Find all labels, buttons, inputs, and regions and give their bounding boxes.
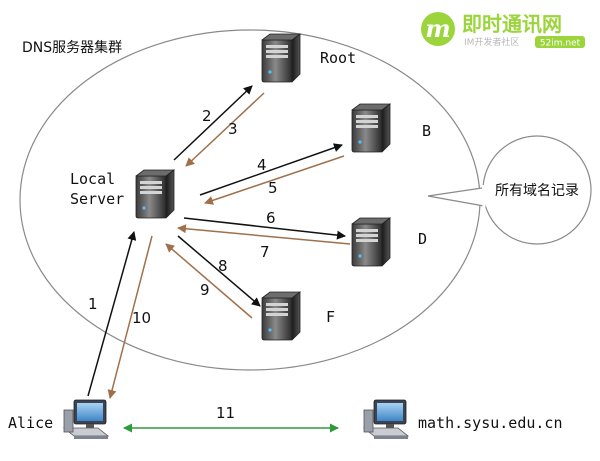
- watermark-logo: m 即时通讯网 IM开发者社区 52im.net: [421, 12, 585, 49]
- arrow-step-2: [173, 85, 253, 161]
- root-server-icon: [261, 33, 301, 83]
- f-label: F: [326, 308, 335, 326]
- arrow-step-8: [177, 235, 261, 307]
- local-label-line2: Server: [70, 190, 124, 208]
- arrow-step-1: [87, 231, 137, 397]
- local-label-line1: Local: [70, 170, 115, 188]
- logo-tagline: IM开发者社区: [464, 36, 519, 48]
- step-label-11: 11: [216, 404, 235, 422]
- arrow-step-9: [165, 243, 253, 319]
- local-server-icon: [135, 169, 175, 219]
- step-label-9: 9: [200, 281, 210, 299]
- root-label: Root: [320, 49, 356, 67]
- b-label: B: [422, 122, 431, 140]
- cluster-label: DNS服务器集群: [22, 39, 122, 56]
- step-label-7: 7: [260, 243, 270, 261]
- step-label-2: 2: [202, 107, 212, 125]
- logo-site: 52im.net: [540, 39, 581, 49]
- step-label-6: 6: [266, 209, 276, 227]
- logo-brand: 即时通讯网: [462, 12, 562, 36]
- arrow-step-10: [107, 235, 153, 399]
- step-label-1: 1: [88, 295, 98, 313]
- step-label-5: 5: [268, 179, 278, 197]
- step-label-8: 8: [218, 257, 228, 275]
- callout-text: 所有域名记录: [495, 183, 579, 199]
- step-label-10: 10: [132, 309, 151, 327]
- alice-computer-icon: [63, 399, 109, 440]
- arrow-step-4: [199, 143, 343, 196]
- logo-badge-icon: [421, 12, 455, 46]
- arrow-step-6: [183, 217, 346, 240]
- target-computer-icon: [363, 399, 409, 440]
- d-server-icon: [351, 217, 391, 267]
- arrow-step-5: [204, 155, 345, 205]
- arrow-step-7: [177, 224, 351, 245]
- step-label-3: 3: [228, 120, 238, 138]
- arrow-step-3: [185, 92, 265, 167]
- logo-letter: m: [425, 14, 450, 43]
- step-label-4: 4: [257, 156, 267, 174]
- callout-bubble: 所有域名记录: [427, 135, 592, 245]
- d-label: D: [418, 230, 427, 248]
- f-server-icon: [261, 291, 301, 341]
- b-server-icon: [351, 103, 391, 153]
- alice-label: Alice: [8, 414, 53, 432]
- logo-site-badge: [535, 36, 585, 48]
- target-label: math.sysu.edu.cn: [418, 414, 563, 432]
